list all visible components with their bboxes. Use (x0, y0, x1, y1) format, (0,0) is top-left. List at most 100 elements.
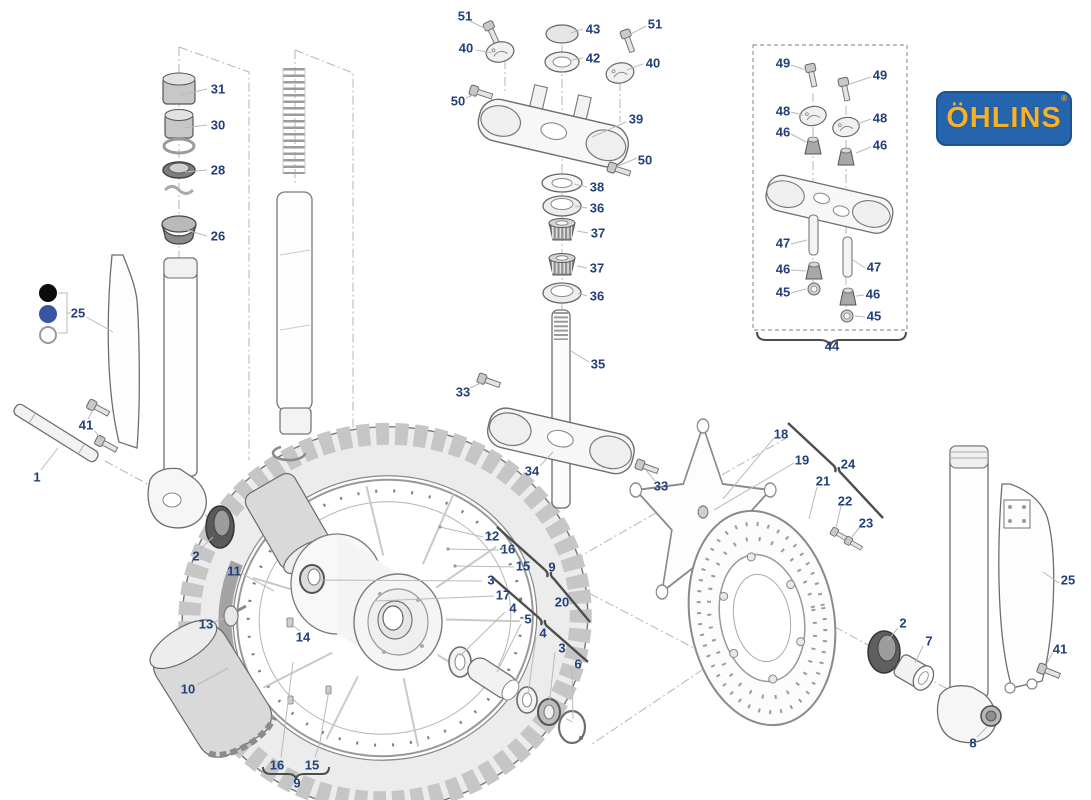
callout-19: 19 (794, 452, 810, 468)
steering-cap-43 (545, 24, 579, 44)
callout-31: 31 (210, 81, 226, 97)
callout-10: 10 (180, 681, 196, 697)
callout-14: 14 (295, 629, 311, 645)
callout-38: 38 (589, 179, 605, 195)
front-axle-1 (13, 403, 99, 463)
tire-section-lower (149, 619, 277, 758)
brand-logo: ÖHLINS ® (936, 91, 1072, 146)
wheel-hub (290, 533, 443, 671)
callout-45: 45 (775, 284, 791, 300)
callout-47: 47 (775, 235, 791, 251)
right-fork-leg (867, 445, 1062, 744)
callout-36: 36 (589, 200, 605, 216)
lower-clamp-34 (486, 407, 635, 475)
callout-15: 15 (515, 558, 531, 574)
callout-51: 51 (457, 8, 473, 24)
callout-50: 50 (637, 152, 653, 168)
callout-17: 17 (495, 587, 511, 603)
callout-9: 9 (293, 775, 301, 791)
callout-33: 33 (455, 384, 471, 400)
callout-37: 37 (590, 225, 606, 241)
callout-3: 3 (487, 572, 495, 588)
callout-5: 5 (524, 611, 532, 627)
callout-46: 46 (775, 261, 791, 277)
callout-30: 30 (210, 117, 226, 133)
callout-46: 46 (775, 124, 791, 140)
callout-23: 23 (858, 515, 874, 531)
callout-16: 16 (500, 541, 516, 557)
callout-46: 46 (872, 137, 888, 153)
callout-8: 8 (969, 735, 977, 751)
valve-13 (223, 605, 239, 627)
spacer-7 (893, 654, 935, 691)
callout-20: 20 (554, 594, 570, 610)
callout-18: 18 (773, 426, 789, 442)
callout-15: 15 (304, 757, 320, 773)
callout-24: 24 (840, 456, 856, 472)
upper-clamp-39 (477, 84, 629, 168)
callout-41: 41 (1052, 641, 1068, 657)
callout-48: 48 (872, 110, 888, 126)
callout-21: 21 (815, 473, 831, 489)
callout-44: 44 (824, 338, 840, 354)
callout-39: 39 (628, 111, 644, 127)
brand-logo-text: ÖHLINS (946, 102, 1062, 134)
callout-47: 47 (866, 259, 882, 275)
callout-4: 4 (509, 600, 517, 616)
brace-9-bottom (262, 766, 330, 780)
callout-36: 36 (589, 288, 605, 304)
callout-40: 40 (458, 40, 474, 56)
callout-43: 43 (585, 21, 601, 37)
callout-42: 42 (585, 50, 601, 66)
callout-22: 22 (837, 493, 853, 509)
callout-16: 16 (269, 757, 285, 773)
callout-49: 49 (872, 67, 888, 83)
callout-46: 46 (865, 286, 881, 302)
front-wheel (149, 422, 592, 800)
brake-disc-21 (687, 509, 837, 727)
callout-41: 41 (78, 417, 94, 433)
callout-12: 12 (484, 528, 500, 544)
callout-9: 9 (548, 559, 556, 575)
callout-50: 50 (450, 93, 466, 109)
color-option-swatches (39, 284, 57, 344)
brace-20 (543, 619, 589, 663)
brace-44 (756, 331, 907, 348)
brace-24 (837, 466, 884, 519)
callout-6: 6 (574, 656, 582, 672)
spoke-nipple-14 (286, 617, 294, 628)
callout-33: 33 (653, 478, 669, 494)
brace-9 (549, 571, 591, 623)
callout-28: 28 (210, 162, 226, 178)
color-swatch-black (39, 284, 57, 302)
registered-mark: ® (1061, 94, 1067, 103)
callout-2: 2 (192, 548, 200, 564)
callout-2: 2 (899, 615, 907, 631)
callout-48: 48 (775, 103, 791, 119)
callout-49: 49 (775, 55, 791, 71)
callout-13: 13 (198, 616, 214, 632)
callout-3: 3 (558, 640, 566, 656)
callout-11: 11 (227, 563, 241, 579)
axle-spacer-parts (448, 646, 587, 745)
axle-and-bolts (13, 398, 235, 549)
callout-25: 25 (1060, 572, 1076, 588)
callout-34: 34 (524, 463, 540, 479)
callout-26: 26 (210, 228, 226, 244)
kit-44-box (752, 44, 908, 331)
spring-and-damper (271, 68, 313, 462)
color-swatch-blue (39, 305, 57, 323)
callout-40: 40 (645, 55, 661, 71)
callout-1: 1 (33, 469, 41, 485)
lower-triple-clamp-group (475, 309, 660, 509)
color-swatch-white (39, 326, 57, 344)
callout-37: 37 (589, 260, 605, 276)
callout-35: 35 (590, 356, 606, 372)
cap-stack (161, 72, 197, 245)
group-braces (262, 331, 907, 780)
callout-7: 7 (925, 633, 933, 649)
callout-4: 4 (539, 625, 547, 641)
fork-guard-left (107, 254, 140, 449)
